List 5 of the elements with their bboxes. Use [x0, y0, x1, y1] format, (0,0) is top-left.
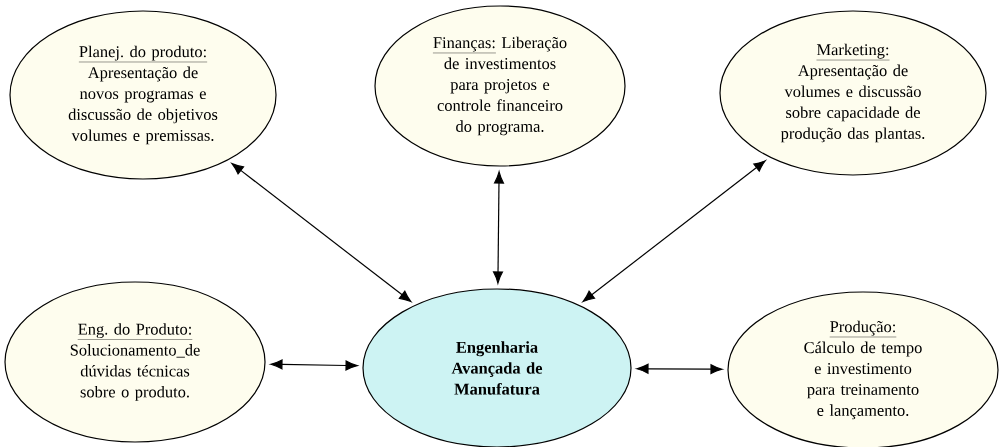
double-arrow — [231, 163, 412, 303]
double-arrow — [582, 160, 766, 303]
double-arrow — [636, 363, 723, 375]
double-arrow — [493, 171, 504, 284]
double-arrow — [270, 359, 358, 371]
